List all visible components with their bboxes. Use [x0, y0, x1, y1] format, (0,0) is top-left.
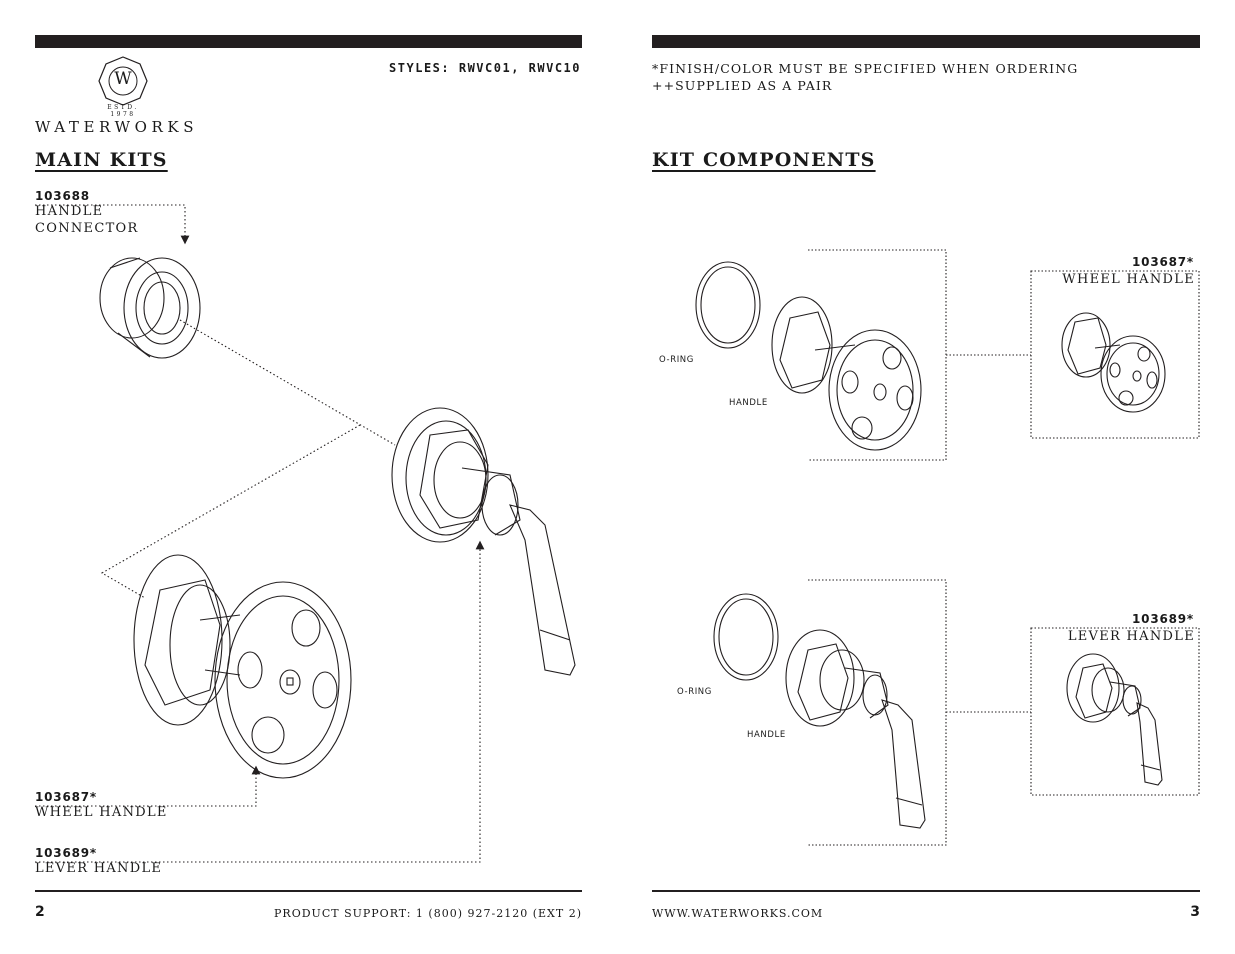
part-label-line-1: HANDLE	[35, 204, 104, 219]
note-finish: *FINISH/COLOR MUST BE SPECIFIED WHEN ORD…	[652, 61, 1079, 76]
lever-handle-thumbnail-drawing	[1066, 653, 1163, 786]
callout-103688: 103688 HANDLE CONNECTOR	[35, 189, 139, 237]
wheel-oring-drawing	[695, 261, 761, 349]
part-label-line-1: WHEEL HANDLE	[35, 805, 168, 820]
wheel-title: WHEEL HANDLE	[1062, 272, 1195, 287]
lever-handle-drawing	[391, 407, 576, 676]
wheel-handle-thumbnail-drawing	[1061, 312, 1166, 413]
logo-estd: ESTD. 1978	[107, 104, 139, 118]
right-footer-rule	[652, 890, 1200, 892]
lever-group-frame	[808, 579, 1200, 846]
part-number: 103687*	[35, 790, 97, 804]
brand-logo: W ESTD. 1978 WATERWORKS	[35, 55, 225, 136]
wheel-oring-label: O-RING	[659, 355, 694, 365]
wheel-group-frame	[808, 249, 1200, 461]
main-kits-heading: MAIN KITS	[35, 149, 168, 171]
lever-handle-exploded-drawing	[785, 629, 926, 829]
handle-connector-drawing	[99, 257, 201, 359]
part-number: 103689*	[35, 846, 97, 860]
lever-oring-drawing	[713, 593, 779, 681]
callout-103689: 103689* LEVER HANDLE	[35, 846, 162, 877]
lever-handle-label: HANDLE	[747, 730, 786, 740]
page-number-left: 2	[35, 904, 45, 920]
part-label-line-1: LEVER HANDLE	[35, 861, 163, 876]
ordering-notes: *FINISH/COLOR MUST BE SPECIFIED WHEN ORD…	[652, 60, 1078, 94]
website-url: WWW.WATERWORKS.COM	[652, 907, 824, 920]
wheel-handle-label: HANDLE	[729, 398, 768, 408]
leader-lines	[35, 204, 485, 863]
lever-oring-label: O-RING	[677, 687, 712, 697]
left-top-bar	[35, 35, 582, 48]
kit-components-heading: KIT COMPONENTS	[652, 149, 876, 171]
styles-label: STYLES: RWVC01, RWVC10	[389, 61, 581, 75]
page-number-right: 3	[1190, 904, 1200, 920]
wheel-handle-drawing	[133, 554, 352, 779]
dotted-arrow-icon	[35, 540, 485, 863]
wheel-part-number: 103687*	[1132, 255, 1194, 269]
dotted-arrow-icon	[35, 765, 261, 807]
product-support: PRODUCT SUPPORT: 1 (800) 927-2120 (EXT 2…	[274, 907, 582, 920]
callout-103687: 103687* WHEEL HANDLE	[35, 790, 168, 821]
lever-title: LEVER HANDLE	[1067, 629, 1195, 644]
dotted-arrow-icon	[35, 204, 190, 245]
part-number: 103688	[35, 189, 90, 203]
wheel-handle-exploded-drawing	[771, 296, 922, 451]
part-label-line-2: CONNECTOR	[35, 221, 139, 236]
octagon-logo-icon	[98, 56, 148, 106]
lever-part-number: 103689*	[1132, 612, 1194, 626]
logo-brand: WATERWORKS	[35, 118, 199, 136]
right-top-bar	[652, 35, 1200, 48]
left-footer-rule	[35, 890, 582, 892]
note-pair: ++SUPPLIED AS A PAIR	[652, 78, 833, 93]
logo-monogram: W	[114, 69, 132, 89]
